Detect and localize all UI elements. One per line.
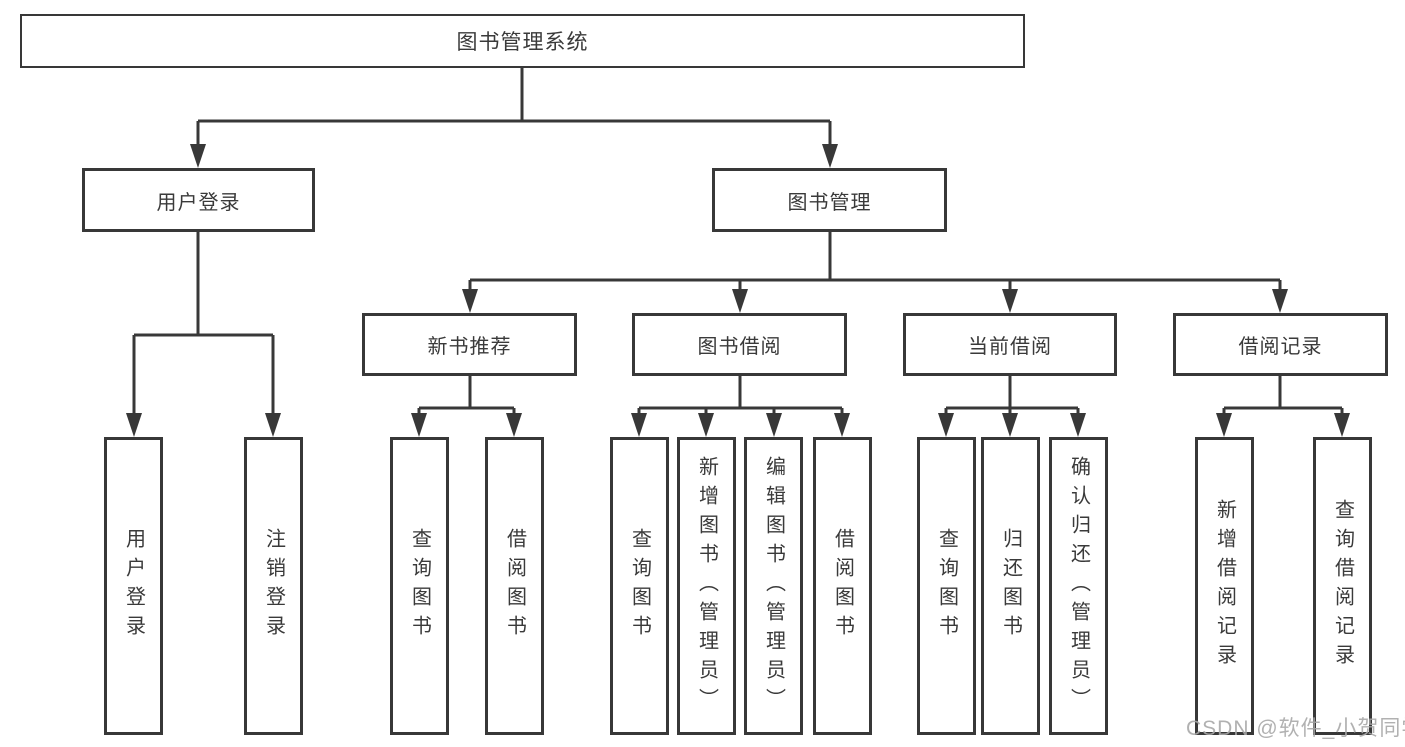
leaf-borrow-books: 借阅图书	[813, 437, 872, 735]
leaf-query-books: 查询图书	[917, 437, 976, 735]
arrow-down-icon	[126, 413, 142, 437]
node-user-login: 用户登录	[82, 168, 315, 232]
arrow-down-icon	[1002, 289, 1018, 313]
arrow-down-icon	[462, 289, 478, 313]
arrow-down-icon	[1272, 289, 1288, 313]
arrow-down-icon	[265, 413, 281, 437]
edge-root-to-level2	[196, 68, 832, 148]
watermark: CSDN @软件_小贺同学	[1186, 717, 1405, 740]
node-root-library-system: 图书管理系统	[20, 14, 1025, 68]
arrow-down-icon	[938, 413, 954, 437]
node-book-management: 图书管理	[712, 168, 947, 232]
arrow-down-icon	[834, 413, 850, 437]
leaf-borrow-books: 借阅图书	[485, 437, 544, 735]
arrow-down-icon	[766, 413, 782, 437]
arrow-down-icon	[631, 413, 647, 437]
leaf-return-books: 归还图书	[981, 437, 1040, 735]
leaf-add-borrow-record: 新增借阅记录	[1195, 437, 1254, 735]
edge-new-book-children	[417, 376, 516, 417]
arrow-down-icon	[822, 144, 838, 168]
edge-user-login-children	[132, 232, 275, 417]
leaf-logout: 注销登录	[244, 437, 303, 735]
leaf-confirm-return-admin: 确认归还（管理员）	[1049, 437, 1108, 735]
leaf-add-books-admin: 新增图书（管理员）	[677, 437, 736, 735]
leaf-query-books: 查询图书	[390, 437, 449, 735]
edge-book-mgmt-children	[468, 232, 1282, 293]
tree-edges	[132, 68, 1344, 417]
arrowheads	[126, 144, 1350, 437]
arrow-down-icon	[411, 413, 427, 437]
arrow-down-icon	[1216, 413, 1232, 437]
node-borrow-records: 借阅记录	[1173, 313, 1388, 376]
arrow-down-icon	[698, 413, 714, 437]
arrow-down-icon	[732, 289, 748, 313]
leaf-edit-books-admin: 编辑图书（管理员）	[744, 437, 803, 735]
edge-borrow-record-children	[1222, 376, 1344, 417]
arrow-down-icon	[1070, 413, 1086, 437]
node-new-book-recommend: 新书推荐	[362, 313, 577, 376]
node-current-borrow: 当前借阅	[903, 313, 1117, 376]
edge-current-borrow-children	[944, 376, 1080, 417]
node-book-borrow: 图书借阅	[632, 313, 847, 376]
leaf-query-borrow-record: 查询借阅记录	[1313, 437, 1372, 735]
leaf-user-login: 用户登录	[104, 437, 163, 735]
arrow-down-icon	[506, 413, 522, 437]
leaf-query-books: 查询图书	[610, 437, 669, 735]
arrow-down-icon	[190, 144, 206, 168]
edge-book-borrow-children	[637, 376, 844, 417]
arrow-down-icon	[1002, 413, 1018, 437]
arrow-down-icon	[1334, 413, 1350, 437]
